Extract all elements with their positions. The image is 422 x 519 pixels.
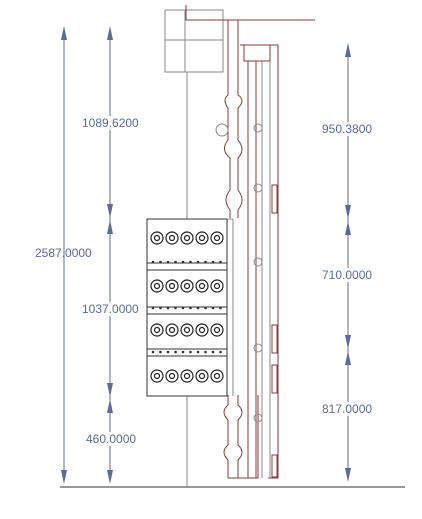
indicator-dot — [159, 350, 162, 354]
left-upper-label: 1089.6200 — [82, 116, 139, 130]
connector-ring-core — [168, 234, 176, 242]
connector-ring-core — [183, 234, 191, 242]
indicator-dot — [204, 306, 207, 310]
indicator-dot — [219, 350, 222, 354]
right-lower-label: 817.0000 — [322, 402, 372, 416]
indicator-dot — [174, 306, 177, 310]
indicator-dot — [219, 306, 222, 310]
connector-ring-core — [198, 234, 206, 242]
connector-ring-core — [198, 372, 206, 380]
connector-ring-core — [168, 372, 176, 380]
indicator-dot — [204, 350, 207, 354]
connector-ring-core — [213, 372, 221, 380]
connector-ring-core — [213, 326, 221, 334]
connector-ring-core — [183, 372, 191, 380]
indicator-dot — [196, 260, 200, 264]
connector-ring-core — [183, 282, 191, 290]
left-middle-label: 1037.0000 — [82, 302, 139, 316]
left-lower-label: 460.0000 — [86, 432, 136, 446]
indicator-dot — [159, 260, 162, 264]
indicator-dot — [166, 350, 170, 354]
indicator-dot — [189, 306, 192, 310]
panel-dots — [151, 260, 222, 354]
indicator-dot — [189, 350, 192, 354]
connector-ring-core — [213, 282, 221, 290]
indicator-dot — [189, 260, 192, 264]
indicator-dot — [211, 350, 215, 354]
indicator-dot — [151, 350, 155, 354]
indicator-dot — [196, 350, 200, 354]
connector-ring-core — [153, 282, 161, 290]
connector-ring-core — [213, 234, 221, 242]
overall-dimension: 2587.0000 — [35, 26, 92, 484]
connector-ring-core — [153, 326, 161, 334]
left-dimension-chain: 1089.6200 1037.0000 460.0000 — [80, 26, 142, 484]
connector-ring-core — [168, 282, 176, 290]
wall-column — [215, 20, 279, 479]
indicator-dot — [204, 260, 207, 264]
connector-ring-core — [153, 234, 161, 242]
indicator-dot — [166, 260, 170, 264]
indicator-dot — [166, 306, 170, 310]
connector-ring-core — [198, 326, 206, 334]
right-upper-label: 950.3800 — [322, 122, 372, 136]
indicator-dot — [159, 306, 162, 310]
equipment-panel — [146, 218, 234, 397]
indicator-dot — [174, 260, 177, 264]
indicator-dot — [196, 306, 200, 310]
panel-rings — [150, 231, 224, 383]
indicator-dot — [151, 260, 155, 264]
indicator-dot — [174, 350, 177, 354]
indicator-dot — [151, 306, 155, 310]
right-middle-label: 710.0000 — [322, 268, 372, 282]
connector-ring-core — [183, 326, 191, 334]
connector-ring-core — [153, 372, 161, 380]
overall-height-label: 2587.0000 — [35, 246, 92, 260]
indicator-dot — [181, 350, 185, 354]
right-dimension-chain: 950.3800 710.0000 817.0000 — [320, 43, 376, 482]
indicator-dot — [219, 260, 222, 264]
indicator-dot — [181, 306, 185, 310]
connector-ring-core — [168, 326, 176, 334]
connector-ring-core — [198, 282, 206, 290]
indicator-dot — [211, 260, 215, 264]
indicator-dot — [211, 306, 215, 310]
indicator-dot — [181, 260, 185, 264]
